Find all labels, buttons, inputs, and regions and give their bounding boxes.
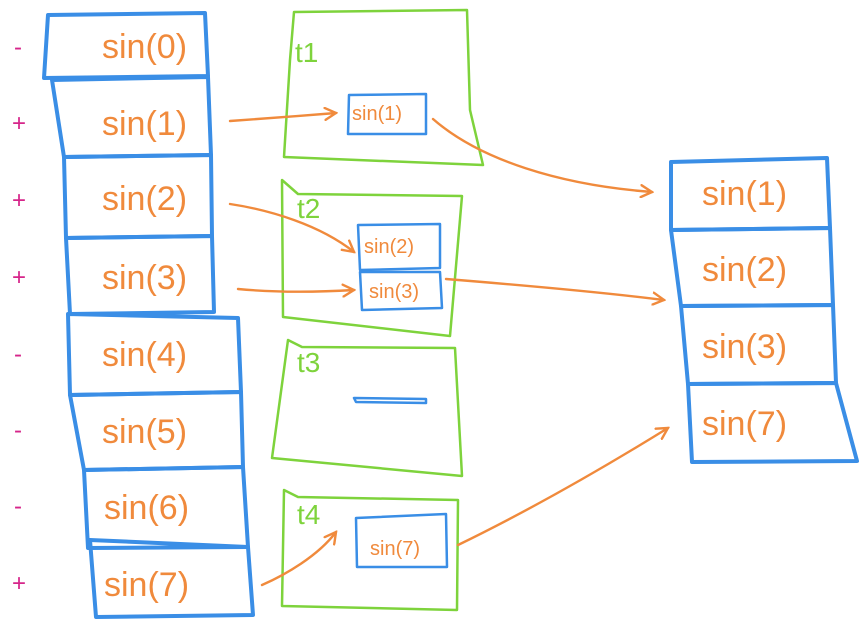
output-label-0: sin(1) bbox=[702, 175, 787, 213]
thread-box-t2 bbox=[280, 178, 464, 338]
output-label-3: sin(7) bbox=[702, 405, 787, 443]
sign-5: - bbox=[14, 417, 22, 444]
t2-item-label-0: sin(2) bbox=[364, 236, 414, 258]
thread-item-labels: sin(1) sin(2) sin(3) sin(7) bbox=[352, 103, 420, 560]
output-label-2: sin(3) bbox=[702, 328, 787, 366]
arrows bbox=[228, 113, 668, 587]
thread-label-t1: t1 bbox=[295, 37, 318, 68]
thread-labels: t1 t2 t3 t4 bbox=[295, 37, 320, 530]
input-label-0: sin(0) bbox=[102, 28, 187, 66]
arrow-t1-to-output bbox=[431, 117, 652, 192]
input-label-5: sin(5) bbox=[102, 413, 187, 451]
t2-item-label-1: sin(3) bbox=[369, 281, 419, 303]
sign-1: + bbox=[12, 110, 26, 137]
input-label-1: sin(1) bbox=[102, 105, 187, 143]
t4-item-box-0 bbox=[354, 512, 449, 569]
thread-label-t4: t4 bbox=[297, 499, 320, 530]
output-cell-3 bbox=[686, 381, 859, 464]
arrow-t2-to-output bbox=[444, 277, 664, 300]
output-label-1: sin(2) bbox=[702, 251, 787, 289]
t1-item-box-0 bbox=[346, 92, 428, 136]
input-cell-labels: sin(0) sin(1) sin(2) sin(3) sin(4) sin(5… bbox=[102, 28, 189, 604]
thread-box-t1 bbox=[282, 8, 485, 167]
output-column bbox=[669, 156, 859, 464]
input-label-6: sin(6) bbox=[104, 489, 189, 527]
input-label-3: sin(3) bbox=[102, 259, 187, 297]
input-cell-7 bbox=[88, 538, 255, 619]
thread-items bbox=[346, 92, 449, 569]
thread-label-t2: t2 bbox=[297, 193, 320, 224]
arrow-sin2-to-t2 bbox=[228, 202, 354, 252]
sign-list: - + + + - - - + bbox=[12, 34, 26, 597]
t1-item-label-0: sin(1) bbox=[352, 103, 402, 125]
arrow-sin7-to-t4 bbox=[260, 532, 336, 587]
arrow-sin3-to-t2 bbox=[236, 289, 354, 292]
sign-2: + bbox=[12, 187, 26, 214]
sign-7: + bbox=[12, 570, 26, 597]
t2-item-box-1 bbox=[358, 270, 444, 312]
sign-3: + bbox=[12, 264, 26, 291]
thread-box-t4 bbox=[280, 488, 460, 612]
sign-4: - bbox=[14, 341, 22, 368]
input-column bbox=[42, 11, 255, 619]
thread-label-t3: t3 bbox=[297, 347, 320, 378]
thread-box-t3 bbox=[270, 338, 464, 478]
arrow-t4-to-output bbox=[456, 428, 668, 547]
input-label-7: sin(7) bbox=[104, 566, 189, 604]
output-cell-labels: sin(1) sin(2) sin(3) sin(7) bbox=[702, 175, 787, 443]
t4-item-label-0: sin(7) bbox=[370, 538, 420, 560]
sign-0: - bbox=[14, 34, 22, 61]
t2-item-box-0 bbox=[356, 222, 442, 272]
thread-boxes bbox=[270, 8, 485, 612]
sign-6: - bbox=[14, 493, 22, 520]
t3-empty-slot bbox=[352, 396, 428, 405]
input-label-4: sin(4) bbox=[102, 336, 187, 374]
input-cell-3 bbox=[64, 234, 216, 316]
arrow-sin1-to-t1 bbox=[228, 113, 336, 123]
input-label-2: sin(2) bbox=[102, 180, 187, 218]
